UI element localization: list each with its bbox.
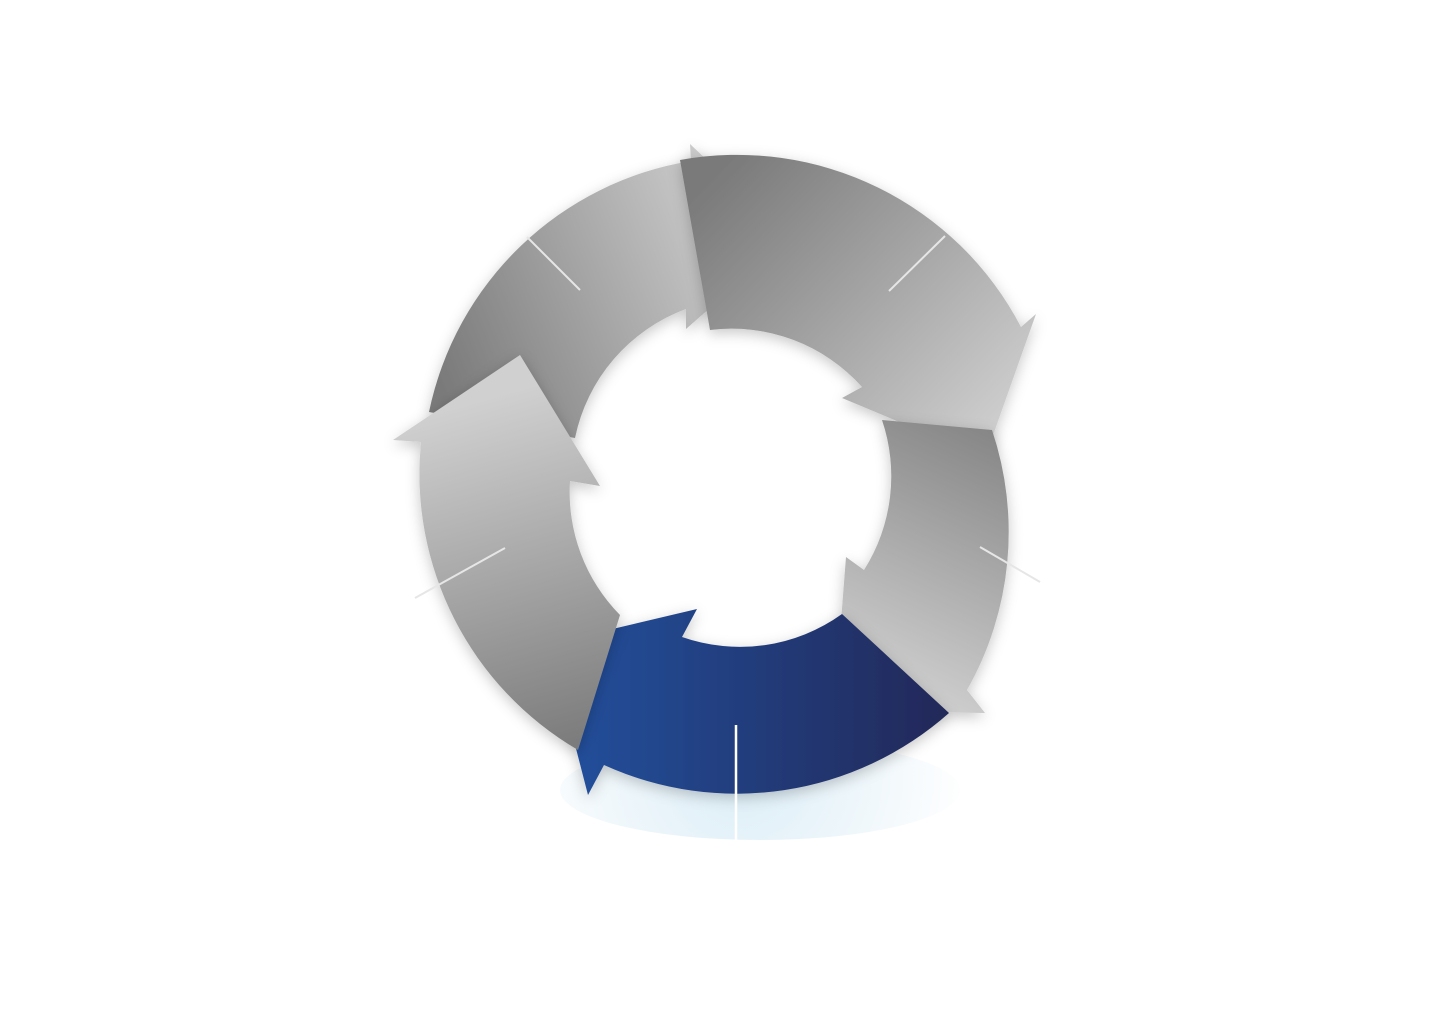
- segment-3-right: [834, 420, 1009, 713]
- divider-lines: [414, 235, 1041, 855]
- segment-2-upper-right: [680, 154, 1036, 459]
- arrow-segment-2: [680, 154, 1036, 459]
- segment-4-bottom-highlight: [549, 609, 949, 795]
- divider-right: [979, 546, 1041, 583]
- arrow-segment-4: [549, 609, 949, 795]
- segment-5-left: [393, 355, 620, 750]
- divider-left: [414, 547, 506, 599]
- divider-upper-right: [888, 235, 946, 292]
- arrow-segment-5: [393, 355, 620, 750]
- arrow-segment-3: [834, 420, 1009, 713]
- divider-upper-left: [526, 236, 581, 291]
